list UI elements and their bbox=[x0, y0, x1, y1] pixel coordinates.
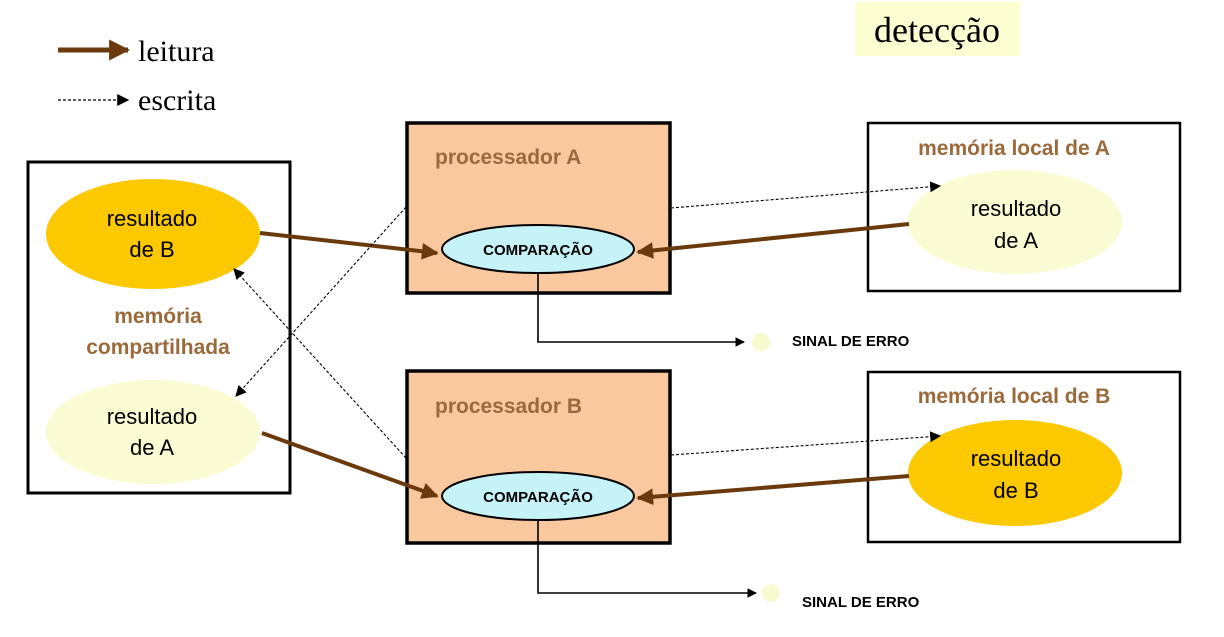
shared-memory-label-line2: compartilhada bbox=[86, 336, 230, 359]
comparator-a-ellipse bbox=[441, 224, 635, 274]
error-signal-b-dot bbox=[762, 584, 780, 602]
local-memory-a-label: memória local de A bbox=[918, 137, 1110, 160]
local-result-b-line1: resultado bbox=[971, 446, 1062, 471]
page-title: detecção bbox=[874, 10, 1000, 50]
title-box: detecção bbox=[855, 2, 1020, 56]
shared-result-a-line1: resultado bbox=[107, 404, 198, 429]
local-result-a-ellipse bbox=[908, 170, 1122, 274]
legend-write-label: escrita bbox=[138, 84, 216, 117]
local-result-b-line2: de B bbox=[993, 478, 1038, 503]
comparator-b-label: COMPARAÇÃO bbox=[483, 488, 593, 506]
comparator-a-label: COMPARAÇÃO bbox=[483, 241, 593, 259]
processor-a-label: processador A bbox=[435, 146, 581, 169]
legend-read-label: leitura bbox=[138, 35, 215, 68]
title-background bbox=[855, 2, 1020, 56]
write-arrow-proc-a-to-shared-a bbox=[235, 206, 407, 397]
shared-result-a-line2: de A bbox=[130, 435, 174, 460]
shared-result-b-line1: resultado bbox=[107, 206, 198, 231]
error-signal-a: SINAL DE ERRO bbox=[537, 274, 910, 351]
write-arrow-proc-b-to-shared-b bbox=[233, 268, 407, 459]
error-signal-a-line bbox=[537, 274, 745, 347]
local-memory-a: memória local de A resultado de A bbox=[866, 121, 1182, 293]
error-signal-b-label: SINAL DE ERRO bbox=[802, 594, 920, 611]
read-arrow-shared-a-to-comparator-b bbox=[261, 431, 439, 499]
read-arrow-local-b-to-comparator-b bbox=[636, 474, 910, 506]
error-signal-a-label: SINAL DE ERRO bbox=[792, 333, 910, 350]
shared-memory-label-line1: memória bbox=[114, 305, 202, 328]
read-arrow-shared-b-to-comparator-a bbox=[259, 231, 439, 260]
comparator-b-ellipse bbox=[441, 471, 635, 521]
local-result-b-ellipse bbox=[908, 420, 1122, 526]
error-signal-a-dot bbox=[752, 333, 770, 351]
local-memory-b: memória local de B resultado de B bbox=[866, 370, 1182, 544]
error-signal-b-line bbox=[537, 521, 757, 598]
processor-a: processador A COMPARAÇÃO bbox=[405, 121, 672, 295]
shared-result-b-line2: de B bbox=[129, 237, 174, 262]
read-arrow-local-a-to-comparator-a bbox=[636, 222, 910, 259]
shared-result-b-ellipse bbox=[46, 179, 260, 289]
local-result-a-line2: de A bbox=[994, 228, 1038, 253]
processor-b-label: processador B bbox=[435, 395, 582, 418]
shared-result-a-ellipse bbox=[46, 380, 260, 484]
legend: leitura escrita bbox=[58, 35, 216, 117]
error-signal-b: SINAL DE ERRO bbox=[537, 521, 920, 611]
shared-memory: resultado de B memória compartilhada res… bbox=[26, 160, 292, 495]
local-result-a-line1: resultado bbox=[971, 196, 1062, 221]
processor-b: processador B COMPARAÇÃO bbox=[405, 369, 672, 545]
local-memory-b-label: memória local de B bbox=[918, 385, 1111, 408]
